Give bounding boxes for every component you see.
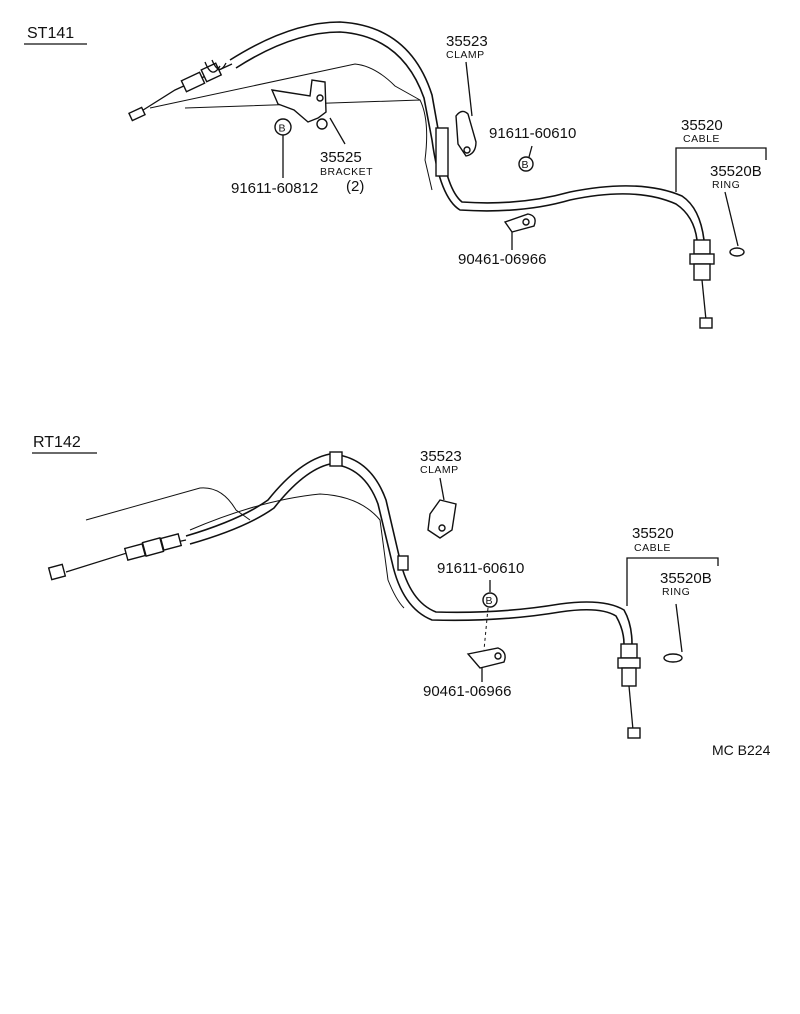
part-label-ring: RING [662,586,690,598]
parking-brake-cable-rt142 [47,451,641,739]
ring-part [663,653,683,663]
svg-text:B: B [279,123,287,135]
svg-text:B: B [522,159,530,171]
section-st141: ST141 [24,21,767,329]
part-number-clip: 90461-06966 [423,683,511,700]
cable-leader [675,147,767,192]
part-number-ring: 35520B [660,570,712,587]
part-number-bolt-bracket: 91611-60812 [231,180,318,197]
part-label-cable: CABLE [634,542,671,554]
part-number-clamp: 35523 [420,448,462,465]
bolt-marker-clamp: B [518,145,534,172]
svg-text:B: B [486,595,494,607]
part-number-ring: 35520B [710,163,762,180]
part-label-clamp: CLAMP [446,49,485,61]
part-number-bracket: 35525 [320,149,362,166]
bolt-marker-clamp: B [482,580,498,651]
part-label-ring: RING [712,179,740,191]
body-outline [85,487,251,521]
part-label-cable: CABLE [683,133,720,145]
clip-90461-06966 [466,647,506,682]
clip-90461-06966 [503,213,536,250]
part-label-bracket: BRACKET [320,166,373,178]
part-number-clip: 90461-06966 [458,251,546,268]
part-number-bolt-clamp: 91611-60610 [489,125,576,142]
bolt-marker-bracket: B [274,118,292,178]
model-label-st141: ST141 [27,25,74,42]
part-qty-bracket: (2) [346,178,364,195]
parking-brake-cable-st141 [128,21,715,329]
body-outline-lower [189,493,405,609]
section-rt142: RT142 [32,434,719,739]
figure-code: MC B224 [712,742,771,758]
part-number-clamp: 35523 [446,33,488,50]
bracket-35525 [270,79,346,145]
part-number-cable: 35520 [681,117,723,134]
body-outline-lower [184,99,433,191]
model-label-rt142: RT142 [33,434,81,451]
part-label-clamp: CLAMP [420,464,459,476]
cable-leader [626,557,719,606]
clamp-35523 [455,61,477,157]
part-number-cable: 35520 [632,525,674,542]
body-outline [149,63,421,109]
clamp-35523 [427,477,457,539]
ring-part [729,247,745,257]
part-number-bolt-clamp: 91611-60610 [437,560,524,577]
